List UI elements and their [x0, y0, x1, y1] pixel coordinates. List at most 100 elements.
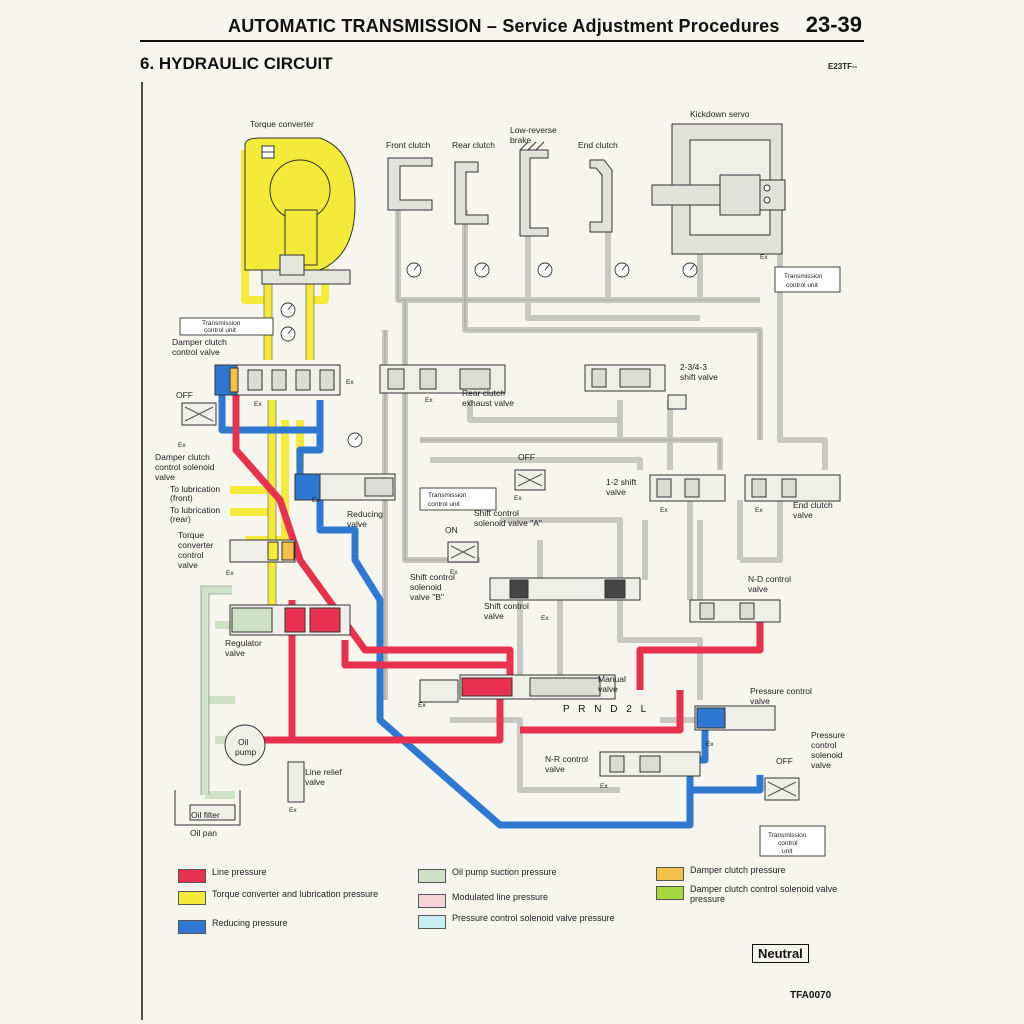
legend-swatch [418, 894, 446, 908]
label-prnd: P R N D 2 L [563, 704, 649, 715]
label-regulator: Regulator [225, 638, 262, 648]
low-reverse-brake-symbol [519, 141, 549, 237]
ex-port: Ex [450, 569, 458, 576]
page-number: 23-39 [805, 12, 862, 37]
label-solenoid-b: Shift control [410, 572, 455, 582]
label-reducing-valve-2: valve [347, 519, 367, 529]
label-nr-control: N-R control [545, 754, 588, 764]
label-shift-12-2: valve [606, 487, 626, 497]
label-rear-exhaust: Rear clutch [462, 388, 505, 398]
label-damper-solenoid: Damper clutch [155, 452, 210, 462]
legend-item-pcs: Pressure control solenoid valve pressure [418, 913, 648, 939]
kickdown-servo-symbol [651, 123, 786, 255]
label-rear-clutch: Rear clutch [452, 140, 495, 150]
label-tcu-bottom: Transmission [768, 832, 807, 839]
ex-port: Ex [346, 379, 354, 386]
section-code: E23TF-- [828, 62, 858, 71]
label-solenoid-b-3: valve "B" [410, 592, 444, 602]
legend-item-damper-solenoid: Damper clutch control solenoid valve pre… [656, 884, 856, 910]
label-tcu-left: Transmission [202, 320, 241, 327]
label-regulator-2: valve [225, 648, 245, 658]
label-low-reverse: Low-reverse [510, 125, 557, 135]
label-tcu-top-right-2: control unit [786, 282, 818, 289]
label-oil-pan: Oil pan [190, 828, 217, 838]
suction-passages [201, 586, 235, 799]
ex-port: Ex [760, 254, 768, 261]
legend-item-torque-converter: Torque converter and lubrication pressur… [178, 889, 408, 915]
label-off-pcs: OFF [776, 756, 793, 766]
label-end-clutch-valve: End clutch [793, 500, 833, 510]
legend-label: Torque converter and lubrication pressur… [212, 889, 379, 899]
label-tcu-bottom-3: unit [782, 848, 793, 855]
label-pcv-2: valve [750, 696, 770, 706]
label-tcu-mid-2: control unit [428, 501, 460, 508]
label-torque-converter: Torque converter [250, 119, 314, 129]
label-front-clutch: Front clutch [386, 140, 431, 150]
label-pcs-3: solenoid [811, 750, 843, 760]
legend-item-suction: Oil pump suction pressure [418, 867, 648, 893]
label-oil-pump-2: pump [235, 747, 257, 757]
label-line-relief-2: valve [305, 777, 325, 787]
label-pcv: Pressure control [750, 686, 812, 696]
label-to-lub-rear-2: (rear) [170, 514, 191, 524]
legend-label: Damper clutch control solenoid valve pre… [690, 884, 838, 904]
ex-port: Ex [660, 507, 668, 514]
legend-label: Line pressure [212, 867, 267, 877]
legend-label: Oil pump suction pressure [452, 867, 557, 877]
legend-swatch [418, 915, 446, 929]
label-solenoid-b-2: solenoid [410, 582, 442, 592]
label-shift-12: 1-2 shift [606, 477, 637, 487]
ex-port: Ex [226, 570, 234, 577]
mode-badge: Neutral [752, 944, 809, 963]
ex-port: Ex [418, 702, 426, 709]
label-tc-control: Torque [178, 530, 204, 540]
end-clutch-symbol [589, 159, 613, 233]
label-nr-control-2: valve [545, 764, 565, 774]
label-end-clutch: End clutch [578, 140, 618, 150]
header-title: AUTOMATIC TRANSMISSION – Service Adjustm… [228, 16, 780, 36]
label-nd-control-2: valve [748, 584, 768, 594]
label-damper-solenoid-3: valve [155, 472, 175, 482]
label-tcu-top-right: Transmission [784, 273, 823, 280]
label-off-a: OFF [518, 452, 535, 462]
page-header: AUTOMATIC TRANSMISSION – Service Adjustm… [140, 10, 864, 42]
legend-label: Damper clutch pressure [690, 865, 786, 875]
label-shift-234-2: shift valve [680, 372, 718, 382]
label-solenoid-a: Shift control [474, 508, 519, 518]
legend-swatch [178, 891, 206, 905]
legend-item-damper-clutch: Damper clutch pressure [656, 865, 856, 891]
label-line-relief: Line relief [305, 767, 342, 777]
label-to-lub-rear: To lubrication [170, 505, 220, 515]
ex-port: Ex [600, 783, 608, 790]
rear-clutch-symbol [454, 161, 489, 225]
front-clutch-symbol [387, 157, 433, 211]
legend-swatch [418, 869, 446, 883]
label-damper-valve-2: control valve [172, 347, 220, 357]
label-low-reverse-brake: brake [510, 135, 532, 145]
label-rear-exhaust-2: exhaust valve [462, 398, 514, 408]
ex-port: Ex [178, 442, 186, 449]
ex-port: Ex [514, 495, 522, 502]
label-pcs-2: control [811, 740, 837, 750]
label-manual: Manual [598, 674, 626, 684]
label-pcs-4: valve [811, 760, 831, 770]
ex-port: Ex [541, 615, 549, 622]
legend-item-reducing: Reducing pressure [178, 918, 408, 944]
label-to-lub-front: To lubrication [170, 484, 220, 494]
legend-label: Reducing pressure [212, 918, 288, 928]
legend-swatch [178, 869, 206, 883]
tcu-boxes [179, 266, 841, 857]
legend-item-line-pressure: Line pressure [178, 867, 408, 893]
label-shift-234: 2-3/4-3 [680, 362, 707, 372]
label-shift-control: Shift control [484, 601, 529, 611]
suction-outline [200, 585, 232, 795]
pressure-gauges [280, 262, 698, 448]
label-pcs: Pressure [811, 730, 845, 740]
label-damper-valve: Damper clutch [172, 337, 227, 347]
section-title: 6. HYDRAULIC CIRCUIT [140, 54, 333, 73]
ex-port: Ex [755, 507, 763, 514]
diagram-labels: Torque converter Front clutch Rear clutc… [155, 109, 845, 855]
ex-port: Ex [289, 807, 297, 814]
legend-swatch [656, 867, 684, 881]
